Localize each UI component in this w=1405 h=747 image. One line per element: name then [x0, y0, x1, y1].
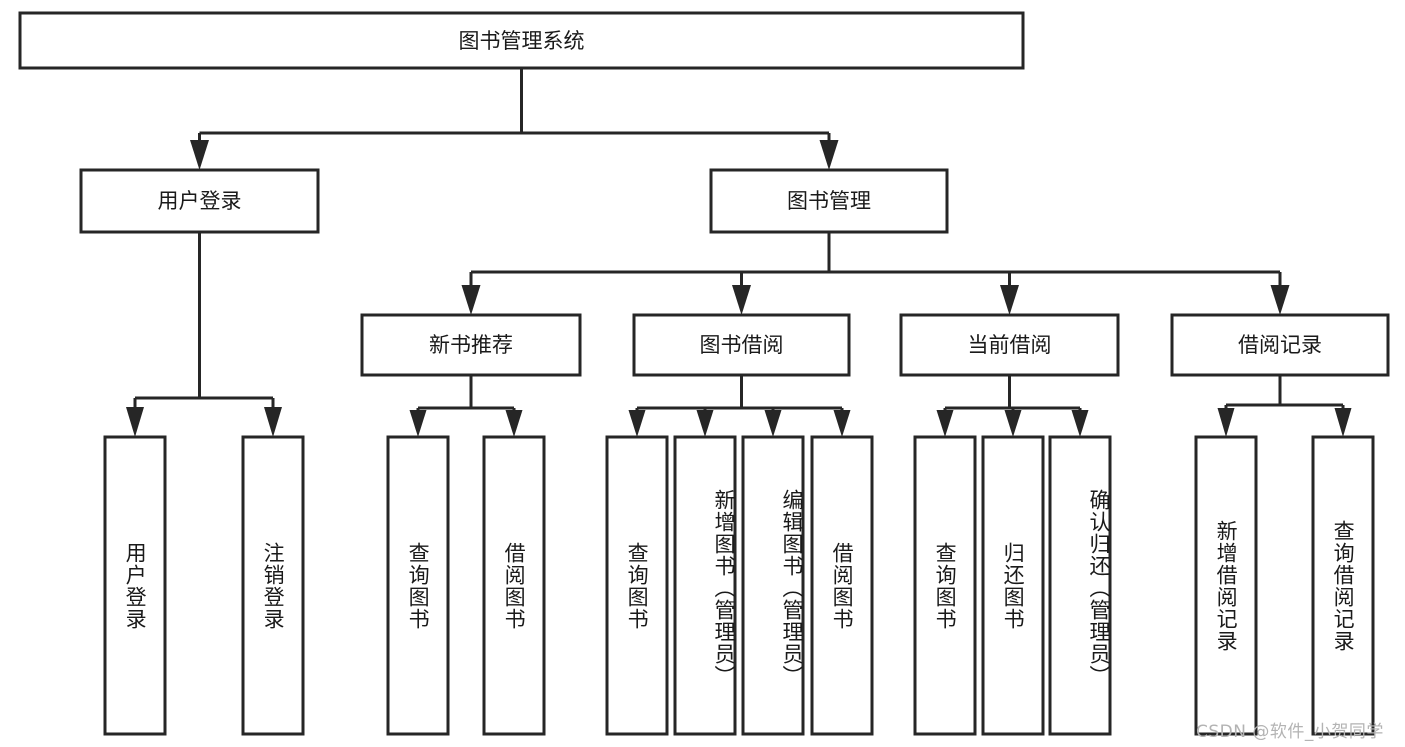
arrow-head-leaf-query-record	[1334, 408, 1352, 437]
arrow-head-new-book-rec	[461, 285, 481, 315]
arrow-head-leaf-user-login	[126, 407, 144, 437]
connector-group-current-borrow	[936, 375, 1089, 437]
leaf-box-add-book[interactable]	[673, 435, 737, 736]
leaf-node-boxes	[103, 435, 1375, 736]
leaf-box-edit-book[interactable]	[741, 435, 805, 736]
leaf-box-borrow-book-1[interactable]	[482, 435, 546, 736]
leaf-box-user-login[interactable]	[103, 435, 167, 736]
node-new-book-recommend[interactable]: 新书推荐	[360, 313, 582, 377]
node-book-borrow[interactable]: 图书借阅	[632, 313, 851, 377]
connector-group-root	[190, 68, 839, 170]
arrow-head-leaf-borrow-book-2	[833, 410, 851, 437]
connector-group-book-borrow	[628, 375, 851, 437]
leaf-box-logout[interactable]	[241, 435, 305, 736]
arrow-head-leaf-add-book	[696, 410, 714, 437]
leaf-box-query-book-1[interactable]	[386, 435, 450, 736]
connector-group-user-login	[126, 232, 282, 437]
leaf-box-query-book-2[interactable]	[605, 435, 669, 736]
node-current-borrow[interactable]: 当前借阅	[899, 313, 1120, 377]
node-borrow-record-label: 借阅记录	[1238, 333, 1322, 357]
leaf-box-query-record[interactable]	[1311, 435, 1375, 736]
arrow-head-leaf-logout	[264, 407, 282, 437]
arrow-head-current-borrow	[1000, 285, 1019, 315]
arrow-head-leaf-query-book-2	[628, 410, 646, 437]
arrow-head-leaf-return-book	[1004, 410, 1022, 437]
arrow-head-leaf-add-record	[1217, 408, 1235, 437]
node-borrow-record-box[interactable]	[1170, 313, 1390, 377]
connector-group-new-book-rec	[409, 375, 523, 437]
node-book-management[interactable]: 图书管理	[709, 168, 949, 234]
arrow-head-leaf-query-book-3	[936, 410, 954, 437]
arrow-head-book-borrow	[732, 285, 751, 315]
node-borrow-record[interactable]: 借阅记录	[1170, 313, 1390, 377]
node-user-login-label: 用户登录	[158, 189, 242, 213]
arrow-head-leaf-confirm-return	[1071, 410, 1089, 437]
arrow-head-leaf-query-book-1	[409, 410, 427, 437]
arrow-head-user-login	[190, 140, 209, 170]
node-user-login-box[interactable]	[79, 168, 320, 234]
node-root-system[interactable]: 图书管理系统	[18, 11, 1025, 70]
connector-group-borrow-record	[1217, 375, 1352, 437]
arrow-head-borrow-record	[1270, 285, 1290, 315]
node-current-borrow-box[interactable]	[899, 313, 1120, 377]
leaf-box-borrow-book-2[interactable]	[810, 435, 874, 736]
node-book-borrow-label: 图书借阅	[700, 333, 784, 357]
node-current-borrow-label: 当前借阅	[968, 333, 1052, 357]
leaf-box-query-book-3[interactable]	[913, 435, 977, 736]
leaf-box-confirm-return[interactable]	[1048, 435, 1112, 736]
node-new-book-recommend-box[interactable]	[360, 313, 582, 377]
arrow-head-leaf-edit-book	[764, 410, 782, 437]
node-new-book-recommend-label: 新书推荐	[429, 333, 513, 357]
node-root-system-label: 图书管理系统	[459, 29, 585, 53]
node-book-management-box[interactable]	[709, 168, 949, 234]
csdn-watermark: CSDN @软件_小贺同学	[1196, 722, 1384, 742]
node-user-login[interactable]: 用户登录	[79, 168, 320, 234]
leaf-box-add-record[interactable]	[1194, 435, 1258, 736]
node-root-system-box[interactable]	[18, 11, 1025, 70]
connector-group-book-mgmt	[461, 232, 1290, 315]
arrow-head-leaf-borrow-book-1	[505, 410, 523, 437]
node-book-borrow-box[interactable]	[632, 313, 851, 377]
leaf-box-return-book[interactable]	[981, 435, 1045, 736]
node-book-management-label: 图书管理	[787, 189, 871, 213]
arrow-head-book-mgmt	[819, 140, 839, 170]
